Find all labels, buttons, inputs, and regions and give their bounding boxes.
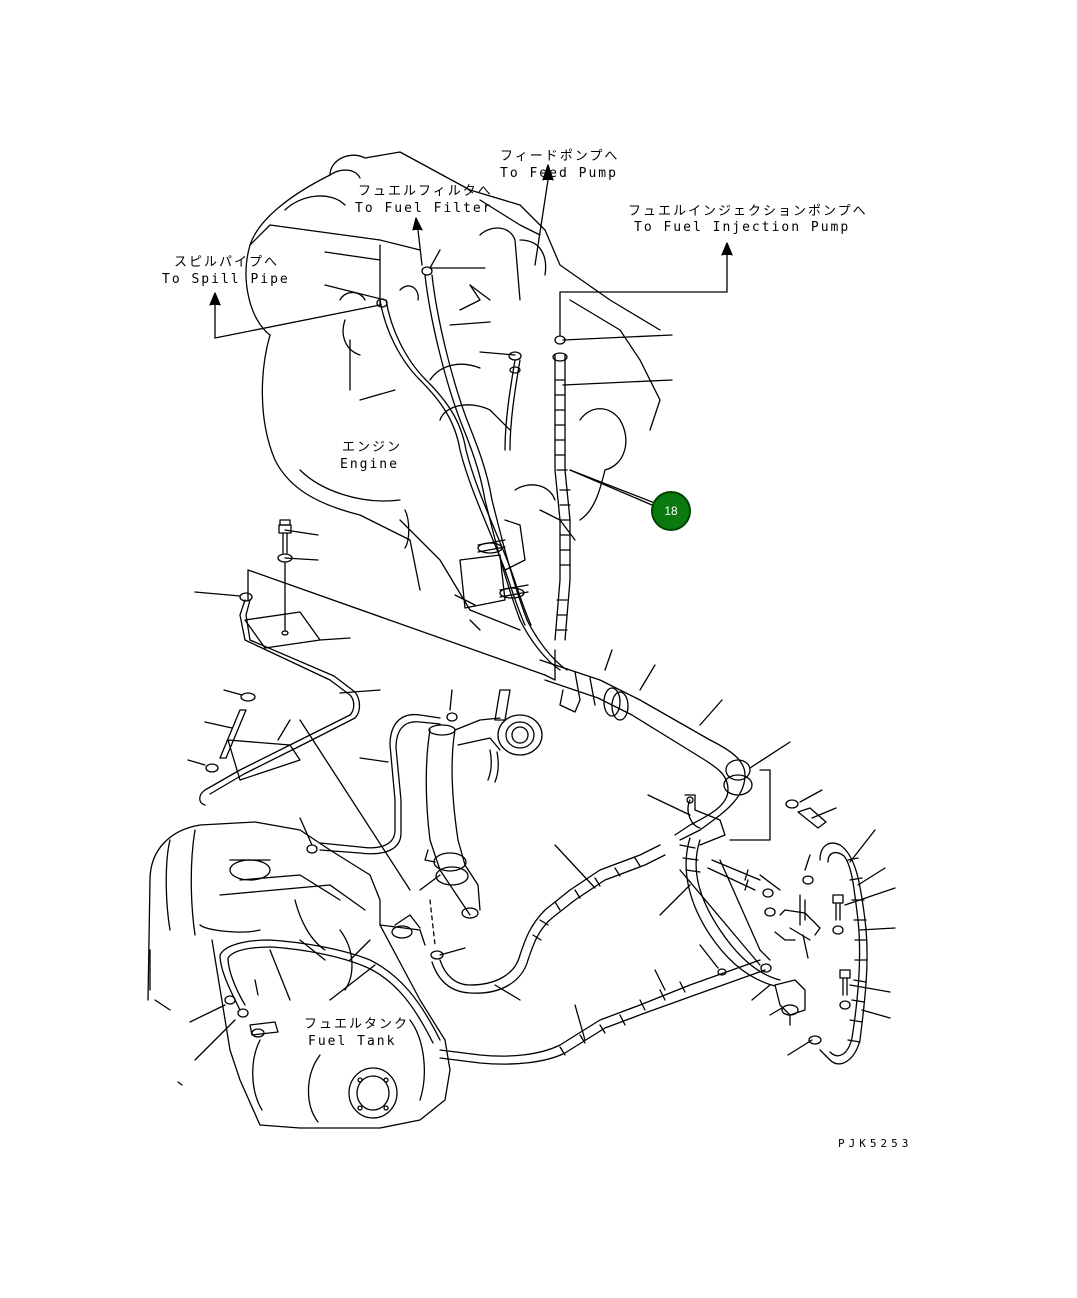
feed-pump-label-jp: フィードポンプへ xyxy=(500,149,620,164)
feed-pump-label-en: To Feed Pump xyxy=(500,166,618,181)
filler-neck xyxy=(424,689,543,919)
callout-leader xyxy=(569,469,653,506)
dashed-reference xyxy=(419,874,466,956)
fuel-filter-assembly xyxy=(751,854,822,1056)
fuel-tank-label-en: Fuel Tank xyxy=(308,1034,397,1049)
mounting-bracket xyxy=(244,569,556,681)
left-small-parts xyxy=(187,689,301,781)
right-bolts xyxy=(832,887,896,1010)
engine-label-jp: エンジン xyxy=(342,440,403,455)
right-hose-loop xyxy=(819,829,896,1065)
spill-pipe-label-jp: スピルパイプへ xyxy=(174,255,280,270)
engine-outline xyxy=(245,151,661,631)
drawing-number: PJK5253 xyxy=(838,1137,913,1150)
fuel-tank-label-jp: フュエルタンク xyxy=(304,1017,410,1032)
left-return-line xyxy=(194,591,381,806)
spill-pipe-label-en: To Spill Pipe xyxy=(162,272,290,287)
main-hose-bracket xyxy=(647,769,837,846)
main-hose xyxy=(539,649,791,841)
lower-fuel-hose xyxy=(430,844,666,1001)
injection-pump-label-en: To Fuel Injection Pump xyxy=(634,220,851,235)
engine-clamps xyxy=(477,539,529,599)
part-callout-18[interactable]: 18 xyxy=(651,491,691,531)
bolt-washer-upper xyxy=(277,519,293,636)
engine-fuel-lines xyxy=(379,274,571,671)
fuel-filter-label-en: To Fuel Filter xyxy=(355,201,493,216)
destination-arrows xyxy=(209,164,733,339)
tank-connectors xyxy=(189,914,441,1061)
vent-hose xyxy=(299,689,458,855)
engine-label-en: Engine xyxy=(340,457,399,472)
diagonal-reference xyxy=(299,719,411,891)
engine-line-sleeves xyxy=(376,266,571,631)
injection-pump-label-jp: フュエルインジェクションポンプへ xyxy=(628,204,868,219)
fuel-filter-label-jp: フュエルフィルタへ xyxy=(358,184,493,199)
tank-return-hose xyxy=(439,837,781,1065)
fuel-tank xyxy=(147,821,451,1129)
